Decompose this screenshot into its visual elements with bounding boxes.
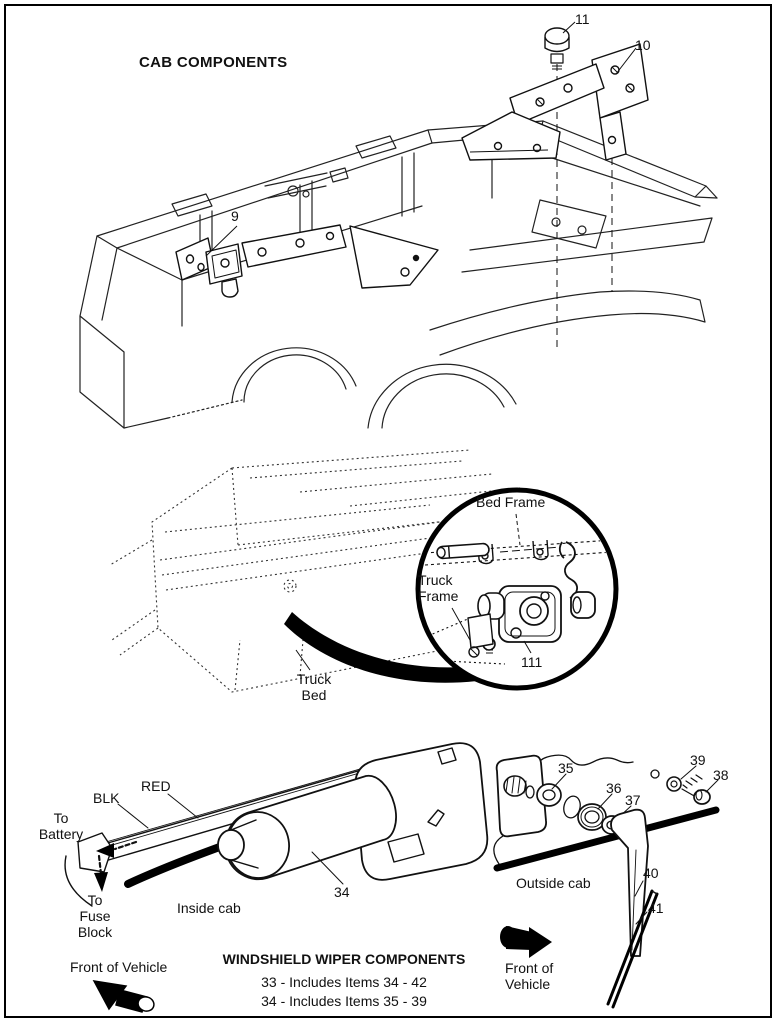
truck-bed-drawing [109, 449, 521, 693]
to-fuse-block-label: To Fuse Block [77, 892, 113, 940]
wiper-motor-drawing [64, 742, 489, 907]
red-wire-label: RED [141, 778, 171, 794]
part-label-111: 111 [521, 654, 543, 670]
part-label-41: 41 [648, 900, 664, 916]
truck-frame-label: Truck Frame [418, 572, 459, 604]
part-label-37: 37 [625, 792, 641, 808]
front-of-vehicle-right-label: Front of Vehicle [505, 960, 554, 992]
cab-section-title: CAB COMPONENTS [139, 54, 288, 71]
front-arrow-right-icon [500, 926, 552, 958]
outside-cab-label: Outside cab [516, 875, 591, 891]
blk-wire-label: BLK [93, 790, 120, 806]
detail-callout-circle [415, 487, 619, 691]
note-includes-33: 33 - Includes Items 34 - 42 [261, 974, 427, 990]
inside-cab-label: Inside cab [177, 900, 241, 916]
part-label-39: 39 [690, 752, 706, 768]
part-label-34: 34 [334, 884, 350, 900]
part-label-40: 40 [643, 865, 659, 881]
wiper-section-title: WINDSHIELD WIPER COMPONENTS [222, 951, 466, 967]
bracket-9-drawing [175, 224, 439, 298]
truck-bed-label: Truck Bed [296, 671, 332, 703]
part-label-38: 38 [713, 767, 729, 783]
part-label-35: 35 [558, 760, 574, 776]
note-includes-34: 34 - Includes Items 35 - 39 [261, 993, 427, 1009]
wiper-arm-drawing [493, 754, 720, 1009]
part-label-9: 9 [231, 208, 239, 224]
bracket-10-drawing [461, 21, 649, 352]
to-battery-label: To Battery [38, 810, 84, 842]
front-arrow-left-icon [92, 980, 155, 1013]
part-label-36: 36 [606, 780, 622, 796]
part-label-11: 11 [575, 11, 590, 27]
front-of-vehicle-left-label: Front of Vehicle [70, 959, 168, 975]
truck-bed-leader [295, 649, 311, 671]
part-label-10: 10 [635, 37, 651, 53]
bed-frame-label: Bed Frame [476, 494, 546, 510]
